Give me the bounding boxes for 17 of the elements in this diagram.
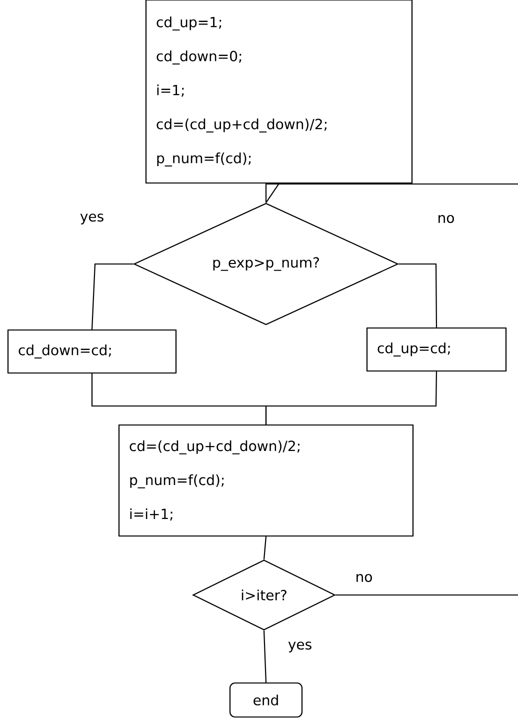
- connector-line: [91, 263, 134, 330]
- connector-line: [265, 372, 438, 424]
- connector-line: [266, 183, 280, 203]
- edge-label: yes: [78, 212, 106, 226]
- connector-line: [265, 183, 518, 203]
- connector-line: [336, 594, 518, 596]
- process-box: cd_up=1; cd_down=0; i=1; cd=(cd_up+cd_down)/2; p_num=f(cd);: [145, 0, 413, 184]
- edge-label: no: [436, 214, 456, 224]
- terminal-box: end: [229, 682, 303, 718]
- edge-label: no: [354, 572, 374, 583]
- process-box: cd_down=cd;: [7, 329, 177, 374]
- process-box: cd=(cd_up+cd_down)/2; p_num=f(cd); i=i+1;: [118, 424, 414, 537]
- connector-line: [398, 263, 438, 328]
- connector-line: [263, 536, 267, 560]
- edge-label: yes: [286, 640, 314, 654]
- process-box: cd_up=cd;: [366, 327, 507, 372]
- connector-line: [263, 630, 267, 682]
